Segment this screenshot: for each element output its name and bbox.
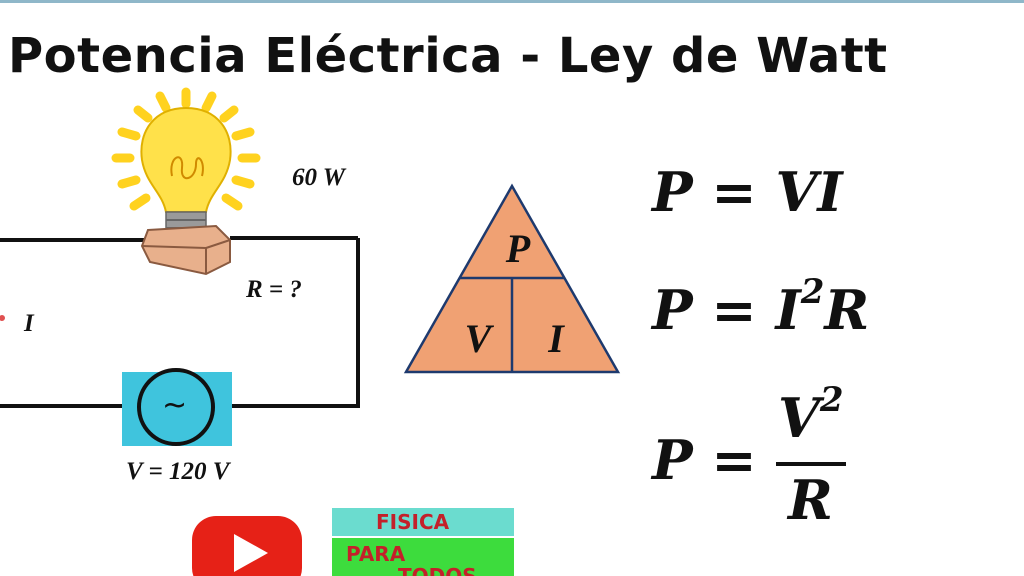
light-bulb-icon (111, 87, 261, 276)
source-circle (137, 368, 215, 446)
triangle-bottom-left-label: V (465, 316, 495, 361)
formula-3-num-base: V (778, 386, 820, 450)
resistance-label: R = ? (246, 276, 302, 303)
formula-3-numerator: V2 (778, 380, 844, 450)
formula-2-right: R (824, 278, 870, 342)
formula-2-left: P = I (652, 278, 801, 342)
youtube-play-triangle (234, 534, 268, 572)
page-title: Potencia Eléctrica - Ley de Watt (8, 28, 888, 84)
current-label: I (24, 310, 34, 337)
formula-p-equals-i2r: P = I2R (652, 272, 869, 342)
triangle-bottom-right-label: I (547, 316, 565, 361)
brand-strip-para: PARA (332, 538, 514, 576)
bulb-rays (111, 87, 261, 211)
bulb-socket (140, 224, 231, 276)
watt-triangle: P V I (403, 183, 621, 374)
brand-line-1: FISICA (376, 510, 450, 534)
current-marker (0, 315, 5, 321)
brand-line-3: TODOS (398, 566, 477, 576)
top-accent-rule (0, 0, 1024, 3)
bulb-filament (170, 156, 204, 179)
formula-3-left: P = (652, 428, 757, 492)
source-symbol: ~ (162, 388, 188, 423)
youtube-play-icon (192, 516, 302, 576)
voltage-label: V = 120 V (126, 458, 230, 485)
formula-3-num-exponent: 2 (819, 380, 844, 420)
circuit-wires (0, 236, 360, 408)
brand-line-2: PARA (346, 542, 406, 566)
power-label: 60 W (292, 164, 346, 191)
formula-p-equals-vi: P = VI (652, 160, 843, 224)
brand-strip-fisica: FISICA (332, 508, 514, 536)
ac-source (122, 368, 232, 446)
formula-2-exponent: 2 (800, 272, 825, 312)
formula-3-denominator: R (788, 468, 833, 532)
fraction-bar (776, 462, 846, 466)
triangle-top-label: P (505, 226, 531, 271)
bulb-glass (140, 106, 232, 213)
formula-3-fraction: V2 R (776, 380, 846, 540)
